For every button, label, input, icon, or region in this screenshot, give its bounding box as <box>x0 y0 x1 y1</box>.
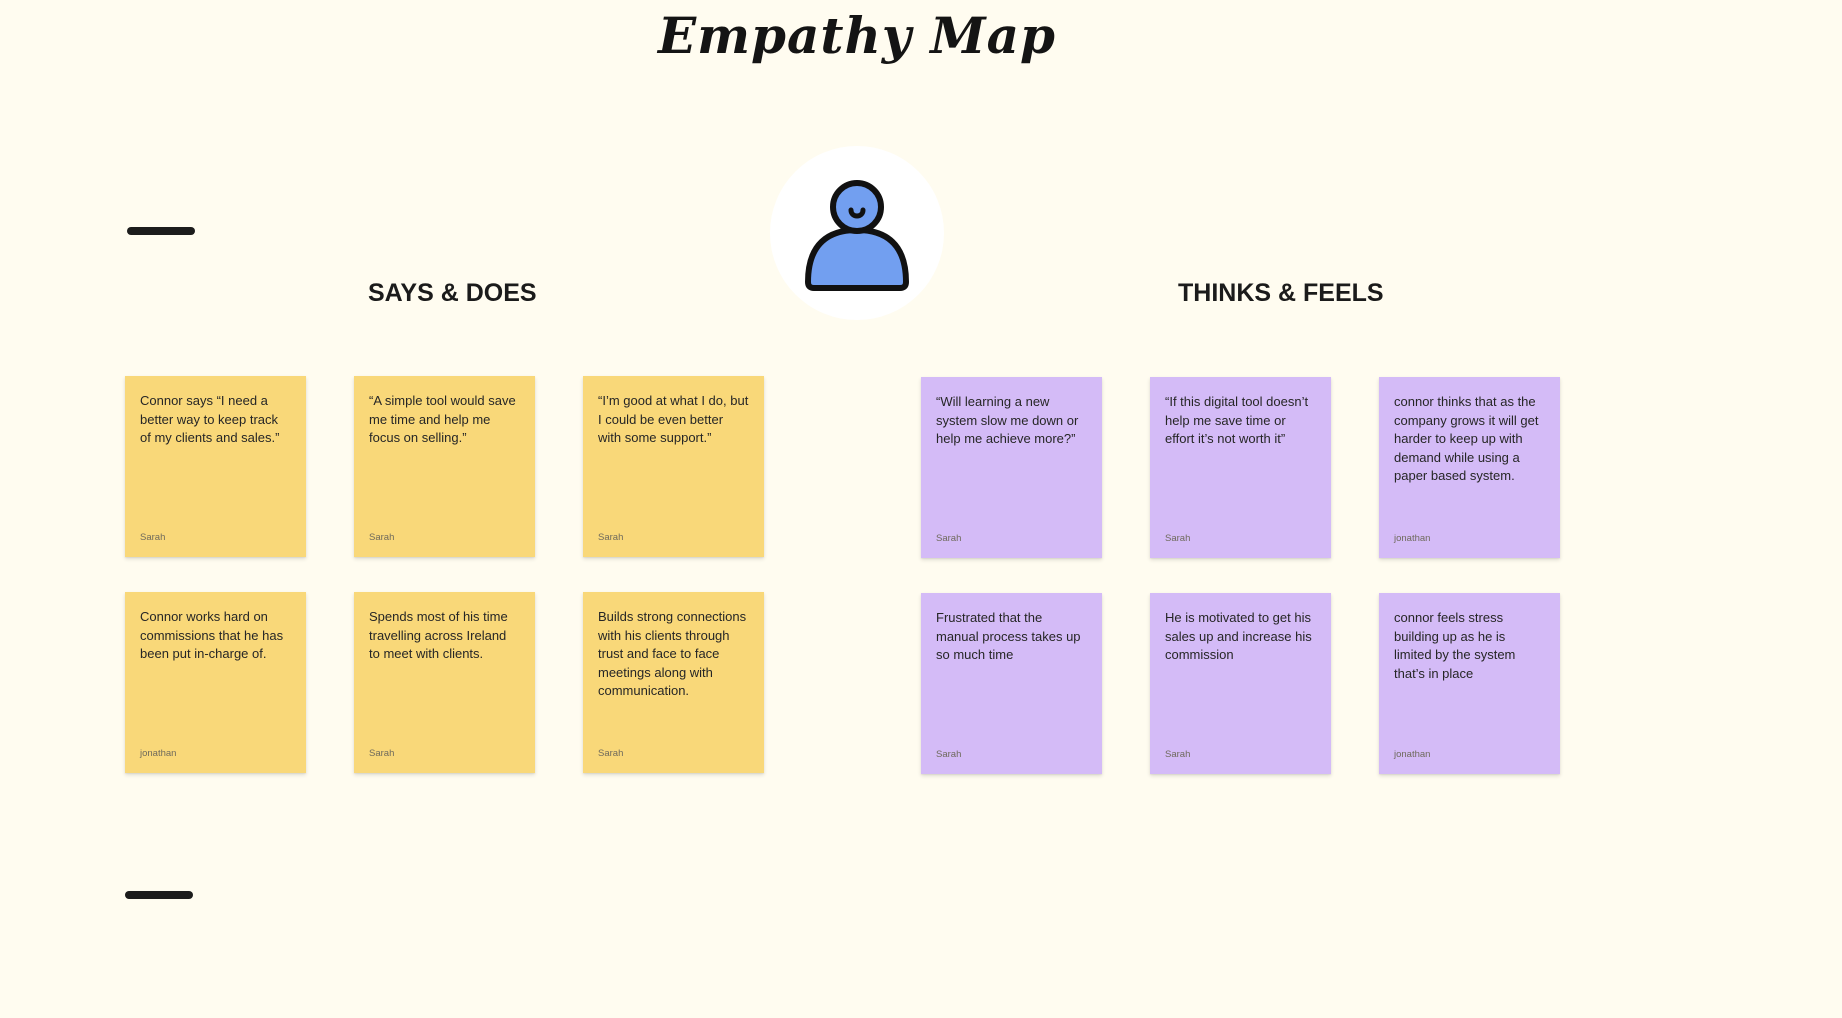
sticky-note-text: connor thinks that as the company grows … <box>1394 394 1539 483</box>
says-does-note-3[interactable]: “I’m good at what I do, but I could be e… <box>583 376 764 557</box>
thinks-feels-note-2[interactable]: “If this digital tool doesn’t help me sa… <box>1150 377 1331 558</box>
sticky-note-author: Sarah <box>598 748 624 759</box>
sticky-note-author: Sarah <box>369 532 395 543</box>
persona-avatar[interactable] <box>770 146 944 320</box>
sticky-note-text: “I’m good at what I do, but I could be e… <box>598 393 749 445</box>
says-does-note-5[interactable]: Spends most of his time travelling acros… <box>354 592 535 773</box>
sticky-note-author: Sarah <box>936 533 962 544</box>
sticky-note-author: Sarah <box>936 749 962 760</box>
sticky-note-text: “A simple tool would save me time and he… <box>369 393 516 445</box>
sticky-note-text: Connor works hard on commissions that he… <box>140 609 284 661</box>
sticky-note-text: Connor says “I need a better way to keep… <box>140 393 280 445</box>
sticky-note-text: Spends most of his time travelling acros… <box>369 609 508 661</box>
sticky-note-author: Sarah <box>369 748 395 759</box>
sticky-note-text: He is motivated to get his sales up and … <box>1165 610 1312 662</box>
says-does-note-4[interactable]: Connor works hard on commissions that he… <box>125 592 306 773</box>
divider-line-top[interactable] <box>127 227 195 235</box>
sticky-note-author: Sarah <box>1165 749 1191 760</box>
sticky-note-text: Frustrated that the manual process takes… <box>936 610 1081 662</box>
sticky-note-author: jonathan <box>140 748 177 759</box>
sticky-note-text: Builds strong connections with his clien… <box>598 609 747 698</box>
thinks-feels-note-5[interactable]: He is motivated to get his sales up and … <box>1150 593 1331 774</box>
sticky-note-author: jonathan <box>1394 533 1431 544</box>
board-title[interactable]: Empathy Map <box>658 6 1056 65</box>
thinks-feels-note-1[interactable]: “Will learning a new system slow me down… <box>921 377 1102 558</box>
sticky-note-author: Sarah <box>1165 533 1191 544</box>
sticky-note-author: Sarah <box>598 532 624 543</box>
divider-line-bottom[interactable] <box>125 891 193 899</box>
thinks-feels-note-4[interactable]: Frustrated that the manual process takes… <box>921 593 1102 774</box>
says-does-note-2[interactable]: “A simple tool would save me time and he… <box>354 376 535 557</box>
sticky-note-text: “If this digital tool doesn’t help me sa… <box>1165 394 1309 446</box>
thinks-feels-note-3[interactable]: connor thinks that as the company grows … <box>1379 377 1560 558</box>
says-does-heading[interactable]: SAYS & DOES <box>368 279 537 307</box>
sticky-note-author: Sarah <box>140 532 166 543</box>
person-icon <box>805 180 909 291</box>
sticky-note-text: connor feels stress building up as he is… <box>1394 610 1516 681</box>
says-does-note-6[interactable]: Builds strong connections with his clien… <box>583 592 764 773</box>
thinks-feels-note-6[interactable]: connor feels stress building up as he is… <box>1379 593 1560 774</box>
thinks-feels-heading[interactable]: THINKS & FEELS <box>1178 279 1384 307</box>
says-does-note-1[interactable]: Connor says “I need a better way to keep… <box>125 376 306 557</box>
sticky-note-author: jonathan <box>1394 749 1431 760</box>
sticky-note-text: “Will learning a new system slow me down… <box>936 394 1079 446</box>
